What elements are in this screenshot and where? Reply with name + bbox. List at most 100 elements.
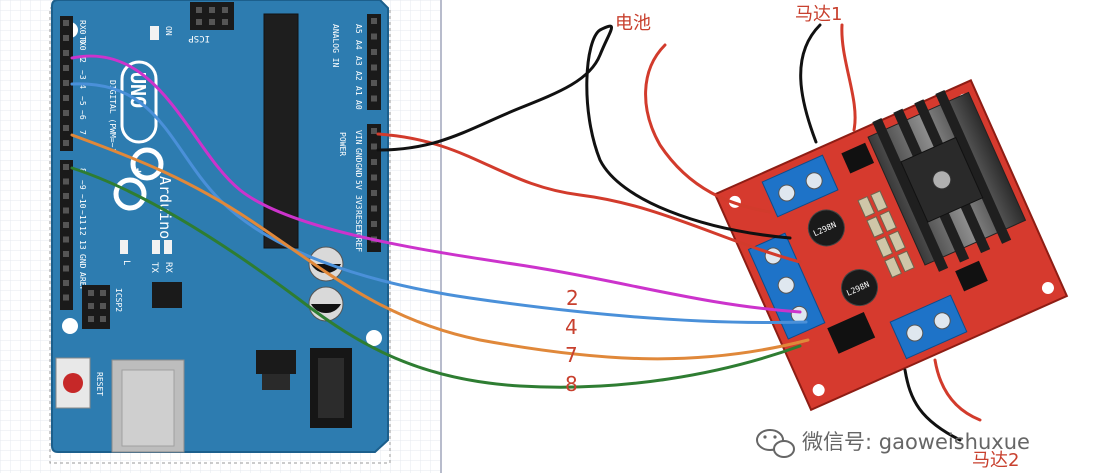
watermark-text: 微信号: gaoweishuxue [802, 430, 1030, 454]
motor1-terminal [761, 154, 839, 218]
wire-pin8 [70, 166, 802, 389]
pin-label-0: RX0 0 [78, 20, 87, 44]
svg-text:RESET: RESET [354, 210, 363, 234]
header-pin-hole [371, 190, 377, 196]
resistor [870, 190, 888, 213]
svg-text:A1: A1 [354, 86, 363, 96]
svg-text:GND: GND [354, 163, 363, 178]
heatsink [867, 89, 1027, 272]
icsp-pin-hole [209, 19, 215, 25]
jumper [955, 260, 988, 292]
svg-text:A3: A3 [354, 56, 363, 66]
header-pin-hole [371, 174, 377, 181]
analog-section-label: ANALOG IN [331, 24, 340, 68]
icsp-pin-hole [222, 7, 228, 13]
wire-gnd-black [376, 24, 792, 240]
icsp2-pin-hole [88, 303, 94, 309]
header-pin-hole [371, 64, 377, 71]
icsp2-pin-hole [88, 316, 94, 322]
watermark: 微信号: gaoweishuxue [756, 429, 1030, 458]
header-pin-hole [63, 294, 69, 301]
wire-vin-red [376, 132, 802, 264]
tx-led [152, 240, 160, 254]
reset-button: RESET [55, 357, 104, 409]
analog-header [367, 14, 381, 110]
resistor [875, 236, 894, 258]
pin-label-6: ~6 [78, 110, 87, 120]
pin-label-5: ~5 [78, 96, 87, 106]
wire-motor1-black [799, 23, 822, 144]
header-pin-hole [371, 128, 377, 134]
header-pin-hole [63, 35, 69, 41]
svg-text:VIN: VIN [354, 130, 363, 145]
header-pin-hole [63, 280, 69, 286]
input-header [827, 311, 876, 354]
resistor [866, 216, 885, 238]
svg-text:A4: A4 [354, 40, 363, 50]
header-pin-hole [371, 159, 377, 165]
header-pin-hole [63, 265, 69, 272]
header-pin-hole [371, 221, 377, 227]
header-pin-hole [63, 207, 69, 214]
header-pin-hole [63, 110, 69, 116]
wire-pin4 [70, 82, 808, 324]
header-pin-hole [63, 80, 69, 86]
l298n-driver-board: L298N L298N [713, 79, 1069, 412]
wechat-icon [756, 429, 795, 458]
svg-text:A5: A5 [354, 24, 363, 34]
driver-capacitor [807, 209, 845, 247]
reset-label: RESET [95, 372, 104, 396]
header-pin-hole [63, 251, 69, 257]
pin-label-11: ~11 [78, 210, 87, 225]
rx-led [164, 240, 172, 254]
svg-text:A0: A0 [354, 100, 363, 110]
svg-text:A2: A2 [354, 71, 363, 81]
battery-label: 电池 [615, 13, 651, 34]
header-pin-hole [63, 164, 69, 170]
header-pin-hole [63, 140, 69, 146]
motor2-terminal [889, 294, 968, 360]
pin-label-1: TX0 1 [78, 36, 87, 60]
icsp-pin-hole [209, 7, 215, 13]
wire-motor2-black [903, 368, 962, 442]
pin4-label: 4 [565, 315, 578, 339]
header-pin-hole [63, 193, 69, 199]
power-header [367, 124, 381, 252]
header-pin-hole [63, 65, 69, 71]
pin-label-7: 7 [78, 130, 87, 135]
pin2-label: 2 [566, 286, 579, 310]
wire-motor1-red [840, 23, 857, 132]
pin-label-gnd: GND [78, 254, 87, 269]
header-pin-hole [371, 33, 377, 40]
mount-hole [62, 318, 78, 334]
icsp2-label: ICSP2 [114, 288, 123, 312]
svg-text:IOREF: IOREF [354, 228, 363, 252]
pin-label-13: 13 [78, 240, 87, 250]
svg-text:+: + [131, 168, 145, 175]
pin-label-10: ~10 [78, 194, 87, 209]
motor1-label: 马达1 [795, 4, 842, 25]
resistor [879, 210, 897, 233]
pin-label-3: ~3 [78, 70, 87, 80]
analog-pin-labels: A5 A4 A3 A2 A1 A0 ANALOG IN [331, 24, 363, 110]
digital-section-label: DIGITAL (PWM=~) [108, 80, 117, 152]
icsp-header: ICSP [188, 2, 234, 43]
icsp2-pin-hole [100, 303, 106, 309]
pin-label-12: 12 [78, 226, 87, 236]
header-pin-hole [371, 143, 377, 150]
pin8-label: 8 [565, 372, 578, 396]
on-led-label: ON [164, 26, 173, 36]
resistor [897, 250, 915, 273]
pin7-label: 7 [565, 343, 578, 367]
header-pin-hole [63, 50, 69, 56]
icsp-label: ICSP [188, 33, 210, 43]
header-pin-hole [371, 18, 377, 24]
pin-label-4: 4 [78, 84, 87, 89]
svg-text:GND: GND [354, 148, 363, 163]
rx-led-label: RX [163, 262, 173, 273]
wire-pin2 [70, 54, 802, 314]
digital-pin-labels: RX0 0 TX0 1 2 ~3 4 ~5 ~6 7 8 ~9 ~10 ~11 … [78, 20, 117, 291]
arduino-board: RX0 0 TX0 1 2 ~3 4 ~5 ~6 7 8 ~9 ~10 ~11 … [49, 0, 391, 464]
header-pin-hole [371, 49, 377, 55]
